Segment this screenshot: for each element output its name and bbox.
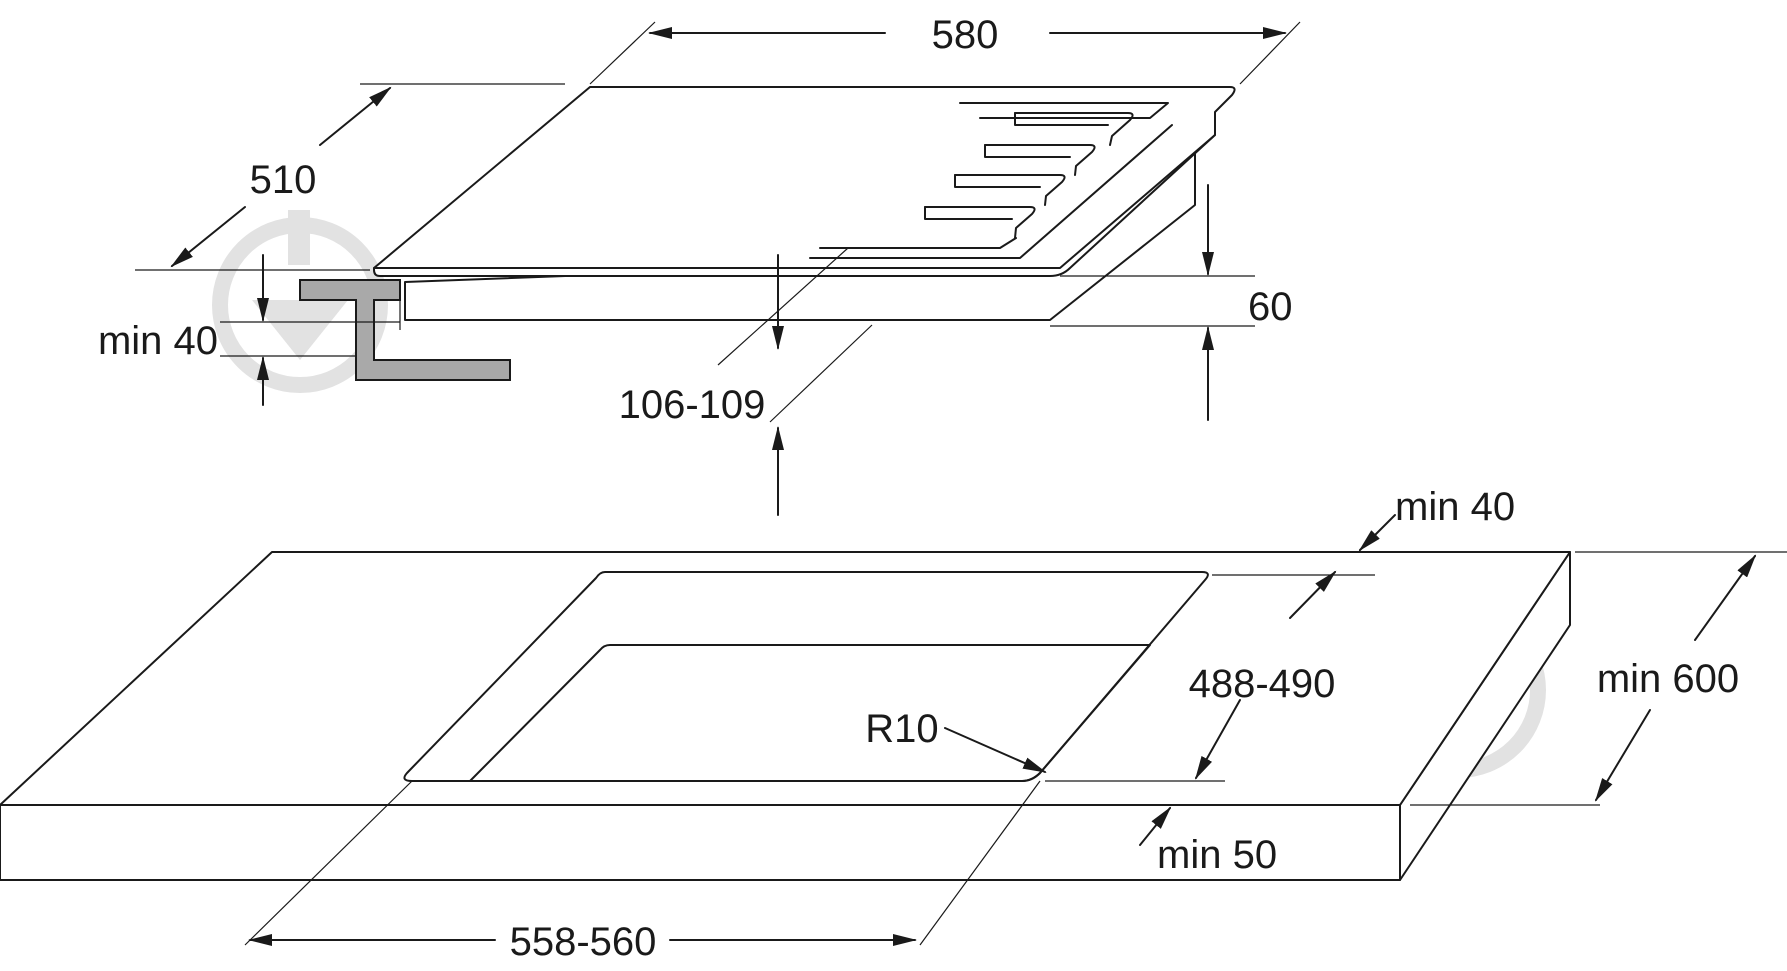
cutout-inner xyxy=(469,644,1151,782)
hob-height-label: 60 xyxy=(1248,285,1293,329)
dimension-r10: R10 xyxy=(865,707,1047,773)
dimension-510: 510 xyxy=(135,83,565,271)
rear-clearance-label: min 40 xyxy=(1395,485,1515,529)
dimension-580: 580 xyxy=(589,13,1301,85)
worktop-drawing xyxy=(0,551,1571,881)
dimension-558-560: 558-560 xyxy=(244,780,1041,964)
cutout-width-label: 558-560 xyxy=(510,920,657,964)
dimension-min50: min 50 xyxy=(1139,806,1277,877)
front-clearance-label: min 50 xyxy=(1157,833,1277,877)
worktop-depth-label: min 600 xyxy=(1597,657,1739,701)
corner-radius-label: R10 xyxy=(865,707,938,751)
hob-top-plate xyxy=(373,86,1236,277)
hob-width-label: 580 xyxy=(932,13,999,57)
dimension-488-490: 488-490 xyxy=(1045,570,1337,782)
brand-watermark-icon xyxy=(212,210,388,393)
dimension-min40-rear: min 40 xyxy=(1212,485,1515,576)
control-panel xyxy=(809,102,1173,259)
hob-drawing xyxy=(299,86,1236,381)
hob-depth-label: 510 xyxy=(250,158,317,202)
dimension-min40-worktop: min 40 xyxy=(98,254,400,406)
below-worktop-label: 106-109 xyxy=(619,383,766,427)
cutout-depth-label: 488-490 xyxy=(1189,662,1336,706)
dimension-min600: min 600 xyxy=(1410,551,1787,806)
dimension-106-109: 106-109 xyxy=(619,247,873,516)
dimension-60: 60 xyxy=(1050,184,1293,421)
worktop-thickness-label: min 40 xyxy=(98,319,218,363)
